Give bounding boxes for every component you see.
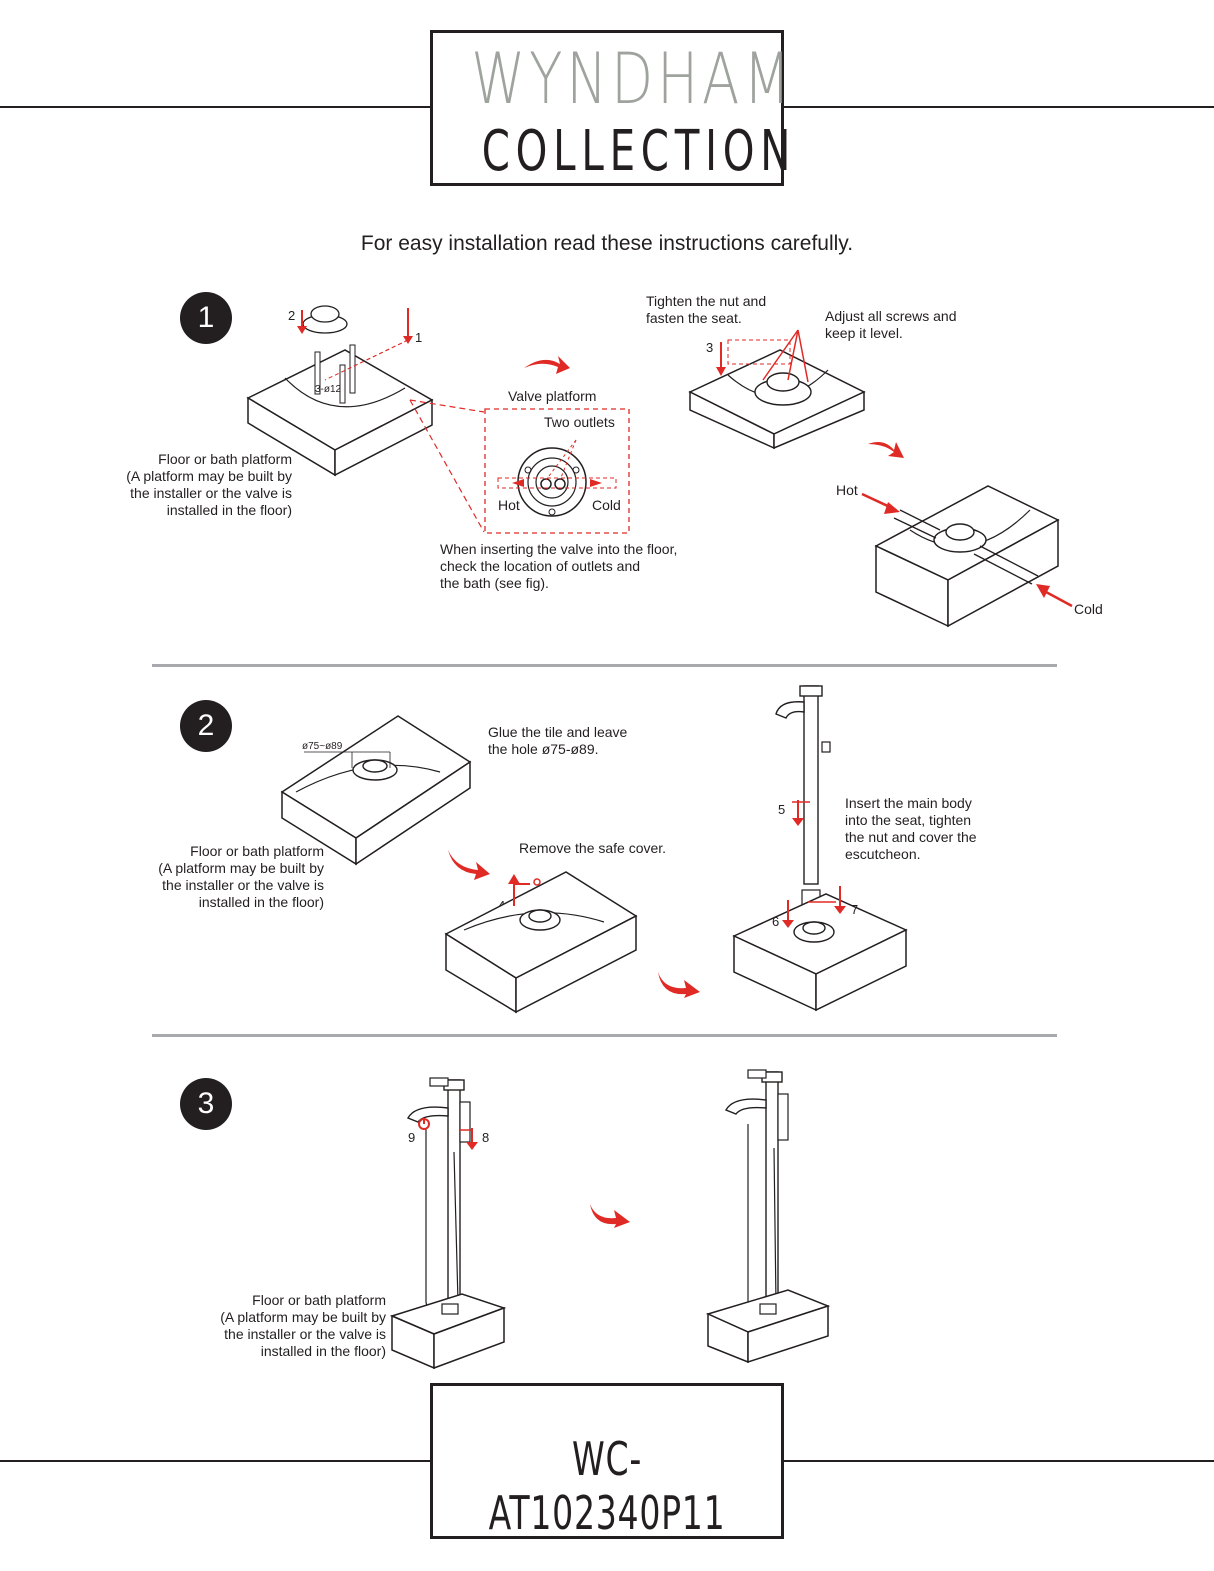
step-1-hole-spec: 3-ø12 [315,384,342,395]
hot-pipe-label: Hot [836,482,858,498]
valve-platform-label: Valve platform [508,388,597,404]
tighten-note: Tighten the nut and fasten the seat. [646,293,767,326]
step-2-tile-figure [280,715,472,866]
step-2-main-body-figure [732,685,908,1012]
model-number: WC-AT102340P11 [488,1432,726,1540]
model-number-box: WC-AT102340P11 [430,1383,784,1540]
red-arrow-icon [448,850,490,880]
step-1-platform-note: Floor or bath platform (A platform may b… [126,451,292,518]
hole-dimension-label: ø75~ø89 [302,741,343,752]
step-2-callout-6: 6 [772,914,780,929]
cold-outlet-label: Cold [592,497,621,513]
step-2-callout-7: 7 [851,902,859,917]
step-3-platform-note: Floor or bath platform (A platform may b… [220,1292,386,1359]
step-1-callout-2: 2 [288,308,296,323]
step-1-badge: 1 [180,292,232,344]
step-1-platform-figure [246,305,434,477]
step-2-remove-cover-figure [444,871,638,1014]
step-1-callout-3: 3 [706,340,714,355]
step-1-tighten-figure [688,329,866,450]
brand-logo: WYNDHAM COLLECTION [430,30,795,186]
adjust-note: Adjust all screws and keep it level. [825,308,957,341]
step-3-faucet-figure-before [389,1077,507,1370]
valve-platform-detail [484,408,630,534]
header-rule-right [784,106,1214,108]
red-arrow-icon [524,356,570,374]
inserting-note: When inserting the valve into the floor,… [440,541,678,591]
step-1-pipes-figure [861,485,1073,628]
step-3-faucet-figure-after [705,1069,831,1364]
step-1-callout-1: 1 [415,330,423,345]
header-rule-left [0,106,430,108]
red-arrow-icon [868,442,904,458]
footer-rule-right [784,1460,1214,1462]
brand-logo-top: WYNDHAM [471,38,795,120]
red-arrow-icon [590,1204,630,1228]
section-divider [152,664,1057,667]
remove-cover-note: Remove the safe cover. [519,840,667,856]
instructions-subtitle: For easy installation read these instruc… [360,232,854,255]
glue-note: Glue the tile and leave the hole ø75-ø89… [488,724,628,757]
step-2-badge: 2 [180,700,232,752]
step-3-callout-8: 8 [482,1130,490,1145]
step-2-platform-note: Floor or bath platform (A platform may b… [158,843,324,910]
step-2-callout-5: 5 [778,802,786,817]
red-arrow-icon [658,972,700,998]
hot-outlet-label: Hot [498,497,520,513]
section-divider [152,1034,1057,1037]
cold-pipe-label: Cold [1074,601,1103,617]
footer-rule-left [0,1460,430,1462]
step-3-badge: 3 [180,1078,232,1130]
step-3-callout-9: 9 [408,1130,416,1145]
insert-body-note: Insert the main body into the seat, tigh… [845,795,977,862]
two-outlets-label: Two outlets [544,414,615,430]
